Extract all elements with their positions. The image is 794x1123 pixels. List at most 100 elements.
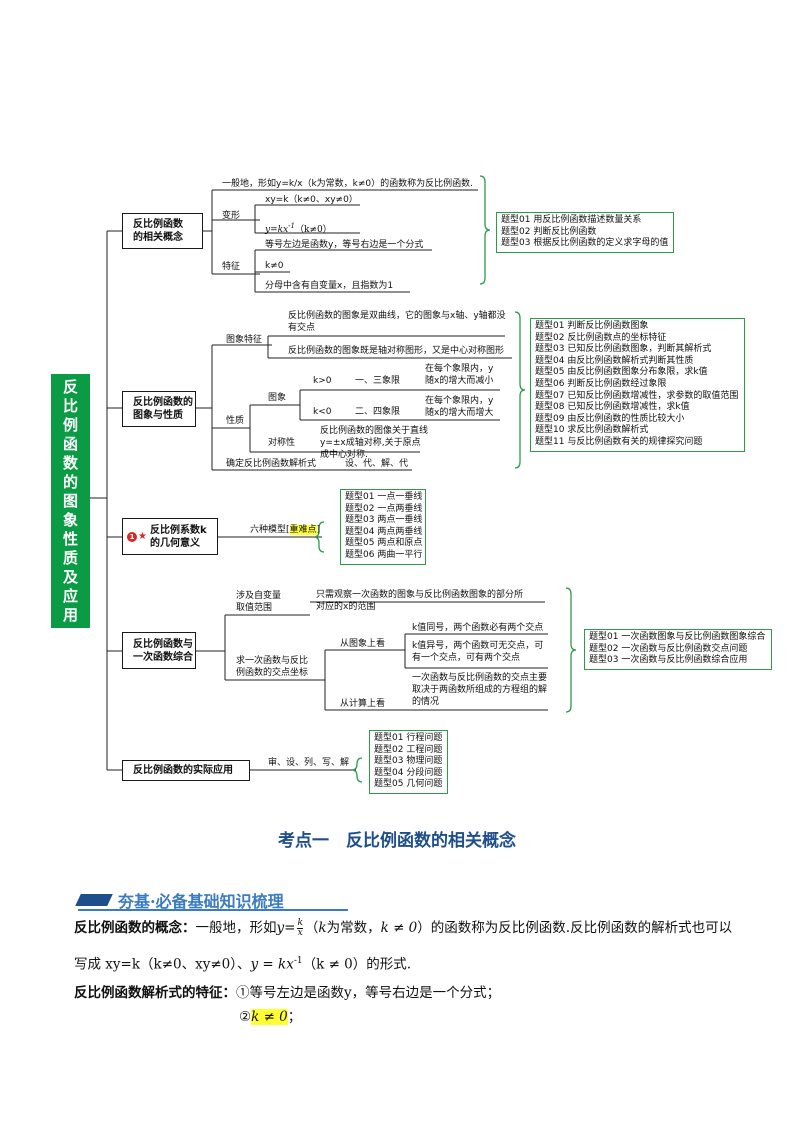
graph-type: 题型09 由反比例函数的性质比较大小: [535, 413, 685, 424]
graph-type: 题型06 判断反比例函数经过象限: [535, 378, 667, 389]
symmetry-label: 对称性: [268, 438, 296, 448]
concept-text-1: 一般地，形如: [195, 920, 277, 936]
section-title: 考点一 反比例函数的相关概念: [278, 831, 516, 851]
application-type: 题型01 行程问题: [374, 733, 443, 743]
six-models-label: 六种模型: [250, 525, 287, 535]
geometry-type: 题型06 两曲一平行: [345, 549, 423, 560]
k-positive-desc: 在每个象限内，y随x的增大而减小: [425, 364, 494, 386]
form-kx-cond: （k≠0）: [294, 225, 332, 235]
difficulty-tag: 重难点: [289, 525, 317, 535]
feature-3: 分母中含有自变量x，且指数为1: [265, 281, 394, 291]
application-steps: 审、设、列、写、解: [268, 758, 350, 768]
graph-type: 题型03 已知反比例函数图象，判断其解析式: [535, 344, 712, 355]
star-icon: ★: [138, 531, 147, 542]
feature-1: 等号左边是函数y，等号右边是一个分式: [265, 240, 424, 250]
geometry-type: 题型04 两点两垂线: [345, 526, 423, 537]
six-models: 六种模型[重难点]: [250, 525, 321, 535]
concept-type: 题型03 根据反比例函数的定义求字母的值: [501, 238, 669, 249]
feature-item-2-prefix: ②: [239, 1009, 252, 1025]
feature-item-2: ②k ≠ 0；: [239, 1006, 539, 1028]
application-type: 题型03 物理问题: [374, 756, 443, 767]
concept-eq-y: y: [276, 920, 285, 936]
determine-steps: 设、代、解、代: [345, 459, 409, 469]
graph-case-2: k值异号，两个函数可无交点，可有一个交点，可有两个交点: [412, 641, 544, 663]
branch-concept-title-1: 反比例函数: [133, 219, 183, 230]
mindmap-root-label: 反比例函数的图象性质及应用: [62, 377, 78, 624]
application-type: 题型02 工程问题: [374, 744, 443, 755]
branch-geometry-title-2: 的几何意义: [149, 537, 200, 549]
knowledge-banner: 夯基·必备基础知识梳理: [75, 888, 348, 911]
graph-feature-label: 图象特征: [226, 335, 263, 345]
concept-text-2: （: [304, 920, 319, 936]
range-label-2: 取值范围: [236, 603, 273, 613]
k-negative-desc: 在每个象限内，y随x的增大而增大: [425, 396, 494, 418]
linear-type: 题型01 一次函数图象与反比例函数图象综合: [589, 632, 766, 642]
linear-type: 题型02 一次函数与反比例函数交点问题: [589, 643, 748, 654]
branch-linear-title-1: 反比例函数与: [133, 638, 193, 650]
branch-concept-node: 反比例函数的相关概念: [122, 213, 203, 249]
concept-text-4: ）的函数称为反比例函数.反比例函数的解析式也可以: [417, 920, 733, 936]
concept-type: 题型02 判断反比例函数: [501, 226, 597, 237]
geometry-type: 题型03 两点一垂线: [345, 515, 423, 526]
linear-type: 题型03 一次函数与反比例函数综合应用: [589, 655, 748, 666]
intersection-label-1: 求一次函数与反比: [236, 656, 309, 666]
geometry-type: 题型01 一点一垂线: [345, 492, 423, 502]
branch-application-node: 反比例函数的实际应用: [122, 760, 250, 781]
graph-type: 题型10 求反比例函数解析式: [535, 425, 649, 436]
property-label: 性质: [226, 416, 245, 426]
k-positive: k>0: [313, 376, 332, 386]
branch-linear-title-2: 一次函数综合: [133, 651, 193, 663]
graph-types-box: 题型01 判断反比例函数图象 题型02 反比例函数点的坐标特征 题型03 已知反…: [530, 318, 745, 452]
geometry-type: 题型05 两点和原点: [345, 538, 423, 549]
banner-underline: [78, 909, 348, 911]
geometry-types-box: 题型01 一点一垂线 题型02 一点两垂线 题型03 两点一垂线 题型04 两点…: [340, 489, 426, 565]
symmetry-desc: 反比例函数的图像关于直线y=±x成轴对称,关于原点成中心对称.: [320, 426, 429, 460]
feature-2: k≠0: [265, 261, 284, 271]
concept-line2-a: 写成 xy=k（k≠0、xy≠0）、: [74, 956, 251, 973]
branch-geometry-title-1: 反比例系数k: [149, 524, 207, 536]
mindmap-root: 反比例函数的图象性质及应用: [51, 374, 90, 628]
from-graph-label: 从图象上看: [340, 639, 386, 649]
from-calc-label: 从计算上看: [340, 699, 386, 709]
application-types-box: 题型01 行程问题 题型02 工程问题 题型03 物理问题 题型04 分段问题 …: [369, 730, 448, 794]
form-kx-inverse: y=kx-1（k≠0）: [265, 220, 332, 236]
determine-expression: 确定反比例函数解析式: [226, 459, 317, 469]
range-label-1: 涉及自变量: [236, 591, 282, 601]
key-point-badge: 1: [127, 531, 137, 542]
concept-type: 题型01 用反比例函数描述数量关系: [501, 215, 642, 225]
definition-text: 一般地，形如y=k/x（k为常数，k≠0）的函数称为反比例函数.: [222, 179, 473, 189]
graph-type: 题型02 反比例函数点的坐标特征: [535, 332, 667, 343]
calc-case: 一次函数与反比例函数的交点主要取决于两函数所组成的方程组的解的情况: [412, 673, 548, 707]
features-label: 反比例函数解析式的特征：: [74, 985, 236, 1001]
graph-label: 图象: [268, 393, 287, 403]
form-xy-k: xy=k（k≠0、xy≠0）: [265, 195, 358, 205]
branch-graph-title-1: 反比例函数的: [133, 397, 193, 408]
graph-type: 题型04 由反比例函数解析式判断其性质: [535, 355, 694, 366]
concept-types-box: 题型01 用反比例函数描述数量关系 题型02 判断反比例函数 题型03 根据反比…: [496, 212, 674, 253]
fraction-numerator: k: [297, 918, 303, 929]
branch-graph-title-2: 图象与性质: [133, 410, 183, 421]
banner-bar: [75, 894, 113, 906]
concept-line2-eq: y = kx: [250, 956, 294, 973]
k-negative: k<0: [313, 407, 332, 417]
concept-text-3: 为常数，: [326, 920, 381, 936]
linear-types-box: 题型01 一次函数图象与反比例函数图象综合 题型02 一次函数与反比例函数交点问…: [584, 629, 772, 670]
feature-item-1: ①等号左边是函数y，等号右边是一个分式；: [236, 985, 501, 1001]
intersection-label-2: 例函数的交点坐标: [236, 668, 309, 678]
range-desc: 只需观察一次函数的图象与反比例函数图象的部分所对应的x的范围: [316, 590, 524, 612]
quadrants-1-3: 一、三象限: [355, 376, 401, 386]
application-type: 题型05 几何问题: [374, 779, 443, 790]
graph-type: 题型01 判断反比例函数图象: [535, 321, 649, 331]
application-type: 题型04 分段问题: [374, 767, 443, 778]
form-kx-sup: -1: [288, 222, 295, 230]
concept-k: k: [318, 920, 327, 936]
concept-label: 反比例函数的概念：: [74, 920, 196, 936]
branch-linear-node: 反比例函数与一次函数综合: [122, 632, 196, 669]
branch-application-title: 反比例函数的实际应用: [133, 765, 233, 776]
quadrants-2-4: 二、四象限: [355, 407, 401, 417]
mindmap-connectors: [90, 175, 577, 783]
branch-graph-node: 反比例函数的图象与性质: [122, 391, 196, 427]
